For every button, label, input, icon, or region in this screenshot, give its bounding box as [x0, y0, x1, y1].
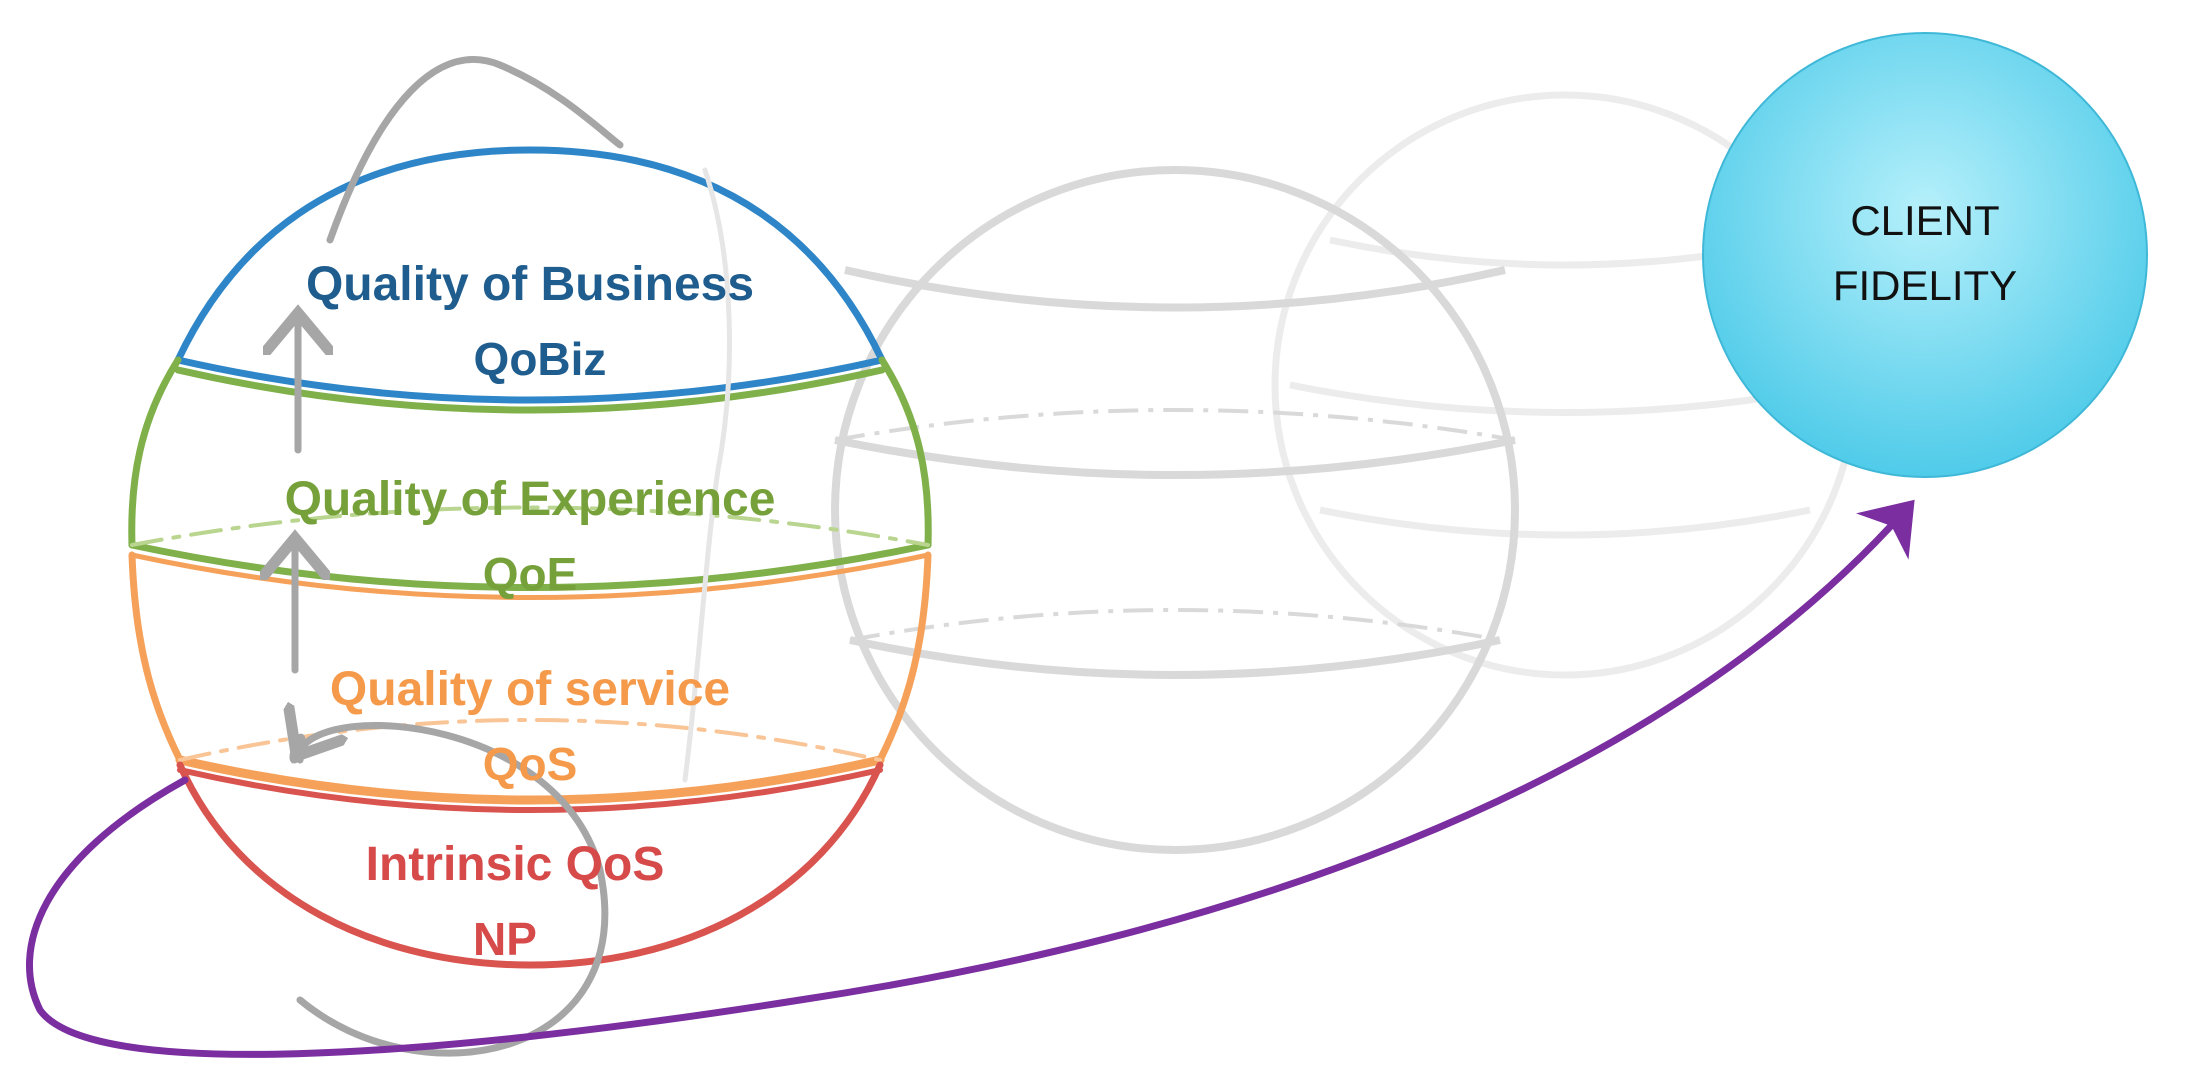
qobiz-abbr: QoBiz	[474, 333, 607, 385]
np-band	[176, 761, 884, 969]
np-title: Intrinsic QoS	[366, 838, 665, 891]
np-abbr: NP	[473, 913, 537, 965]
qobiz-title: Quality of Business	[306, 258, 754, 311]
main-sphere	[128, 146, 932, 969]
qoe-title: Quality of Experience	[285, 473, 776, 526]
fidelity-arrow-icon	[26, 499, 1915, 1058]
cycle-arrow-icon	[293, 56, 732, 1057]
qoe-abbr: QoE	[483, 548, 578, 600]
qos-band	[128, 551, 184, 764]
qobiz-band	[174, 146, 886, 364]
qos-title: Quality of service	[330, 663, 730, 716]
ghost-sphere-middle	[831, 166, 1519, 854]
qos-abbr: QoS	[483, 738, 578, 790]
qoe-band	[128, 356, 182, 549]
client-label-line1: CLIENT	[1850, 197, 1999, 244]
client-fidelity-circle	[1702, 32, 2148, 478]
client-label-line2: FIDELITY	[1833, 262, 2017, 309]
